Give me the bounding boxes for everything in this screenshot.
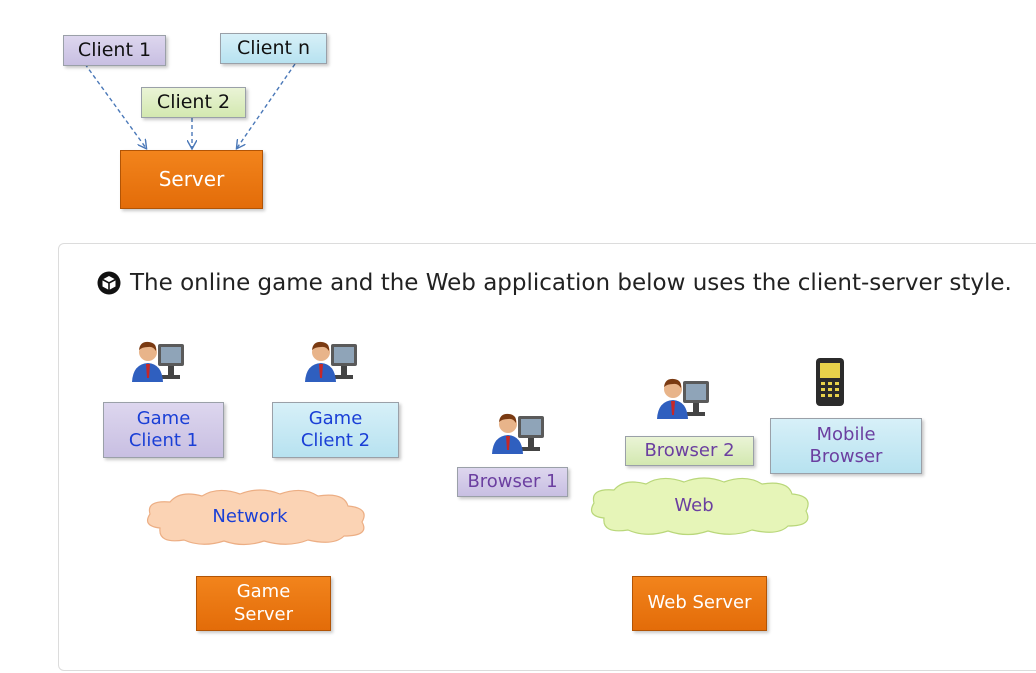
arrow-clientn-server	[237, 63, 296, 148]
arrow-client1-server	[84, 63, 146, 148]
browser-1-label: Browser 1	[467, 470, 558, 492]
client-n-box: Client n	[220, 33, 327, 64]
game-client-1-line1: Game	[136, 407, 191, 429]
game-client-2-box: Game Client 2	[272, 402, 399, 458]
network-cloud	[147, 489, 365, 546]
person-computer-icon	[132, 341, 184, 382]
mobile-phone-icon	[816, 358, 844, 406]
game-client-1-line2: Client 1	[128, 430, 199, 451]
game-client-2-line1: Game	[308, 407, 363, 429]
game-server-line1: Game	[236, 581, 291, 602]
web-cloud	[591, 477, 809, 536]
cube-icon	[97, 271, 121, 295]
panel-caption: The online game and the Web application …	[96, 270, 1012, 296]
game-server-box: Game Server	[196, 576, 331, 631]
browser-2-box: Browser 2	[625, 436, 754, 466]
server-box: Server	[120, 150, 263, 209]
browser-1-box: Browser 1	[457, 467, 568, 497]
caption-text: The online game and the Web application …	[130, 270, 1012, 296]
mobile-browser-line2: Browser	[809, 446, 883, 467]
game-server-line2: Server	[233, 603, 294, 625]
client-2-label: Client 2	[156, 90, 231, 113]
web-label: Web	[674, 495, 714, 516]
web-server-label: Web Server	[647, 592, 752, 614]
browser-2-label: Browser 2	[644, 439, 735, 461]
client-2-box: Client 2	[141, 87, 246, 118]
mobile-browser-line1: Mobile	[816, 423, 876, 445]
person-computer-icon	[305, 341, 357, 382]
web-server-box: Web Server	[632, 576, 767, 631]
network-label: Network	[212, 506, 288, 527]
client-1-box: Client 1	[63, 35, 166, 66]
game-client-2-line2: Client 2	[300, 430, 371, 451]
mobile-browser-box: Mobile Browser	[770, 418, 922, 474]
game-client-1-box: Game Client 1	[103, 402, 224, 458]
person-computer-icon	[492, 413, 544, 454]
client-1-label: Client 1	[77, 38, 152, 61]
person-computer-icon	[657, 378, 709, 419]
client-n-label: Client n	[236, 36, 311, 59]
server-label: Server	[158, 167, 225, 191]
